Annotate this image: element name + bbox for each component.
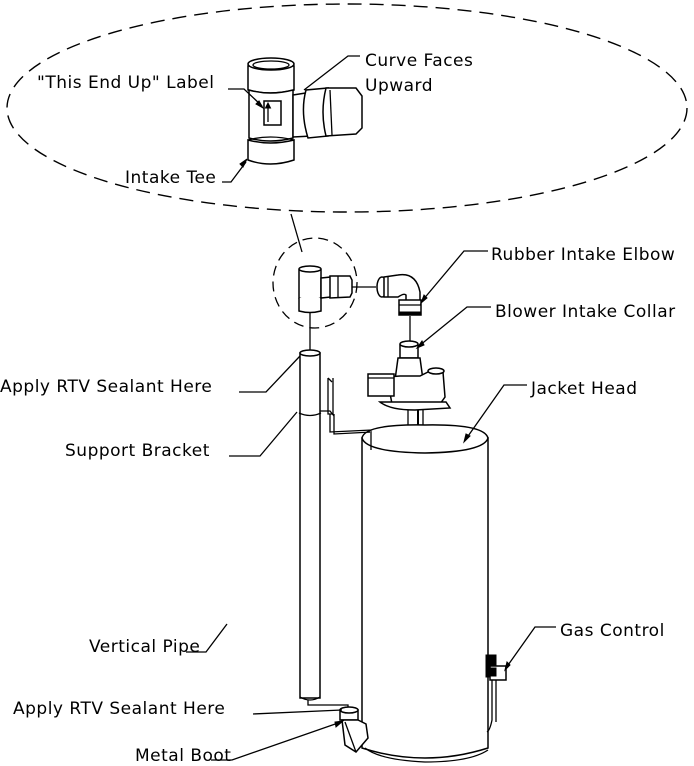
rubber-intake-elbow-leader <box>422 251 488 301</box>
support-bracket-leader <box>229 412 297 456</box>
gas-control <box>486 655 506 732</box>
vertical-pipe-label: Vertical Pipe <box>89 637 200 657</box>
gas-control-label: Gas Control <box>560 621 665 641</box>
apply-rtv-bottom-leader <box>253 710 342 714</box>
support-bracket-label: Support Bracket <box>65 441 210 461</box>
curve-faces-leader <box>304 56 360 90</box>
tee-location-callout <box>273 238 376 350</box>
intake-tee-label: Intake Tee <box>125 168 216 188</box>
vertical-pipe <box>299 350 372 700</box>
curve-faces-label-2: Upward <box>365 76 433 96</box>
detail-view: "This End Up" Label Curve Faces Upward I… <box>7 4 687 252</box>
this-end-up-label-sticker <box>264 101 281 125</box>
rubber-intake-elbow <box>377 275 421 342</box>
this-end-up-label-text: "This End Up" Label <box>37 73 215 93</box>
detail-view-leader <box>291 214 302 252</box>
metal-boot-label: Metal Boot <box>135 746 231 766</box>
intake-tee-detail <box>248 58 362 164</box>
blower-intake-collar-leader <box>419 307 491 346</box>
apply-rtv-top-label: Apply RTV Sealant Here <box>0 377 212 397</box>
rubber-intake-elbow-label: Rubber Intake Elbow <box>491 245 675 265</box>
apply-rtv-bottom-label: Apply RTV Sealant Here <box>13 699 225 719</box>
blower-intake-collar-label: Blower Intake Collar <box>495 302 676 322</box>
metal-boot <box>308 700 368 752</box>
apply-rtv-top-leader <box>239 356 300 392</box>
curve-faces-label-1: Curve Faces <box>365 51 473 71</box>
water-heater-tank <box>362 425 506 762</box>
gas-control-leader <box>506 627 556 668</box>
jacket-head-label: Jacket Head <box>530 379 638 399</box>
